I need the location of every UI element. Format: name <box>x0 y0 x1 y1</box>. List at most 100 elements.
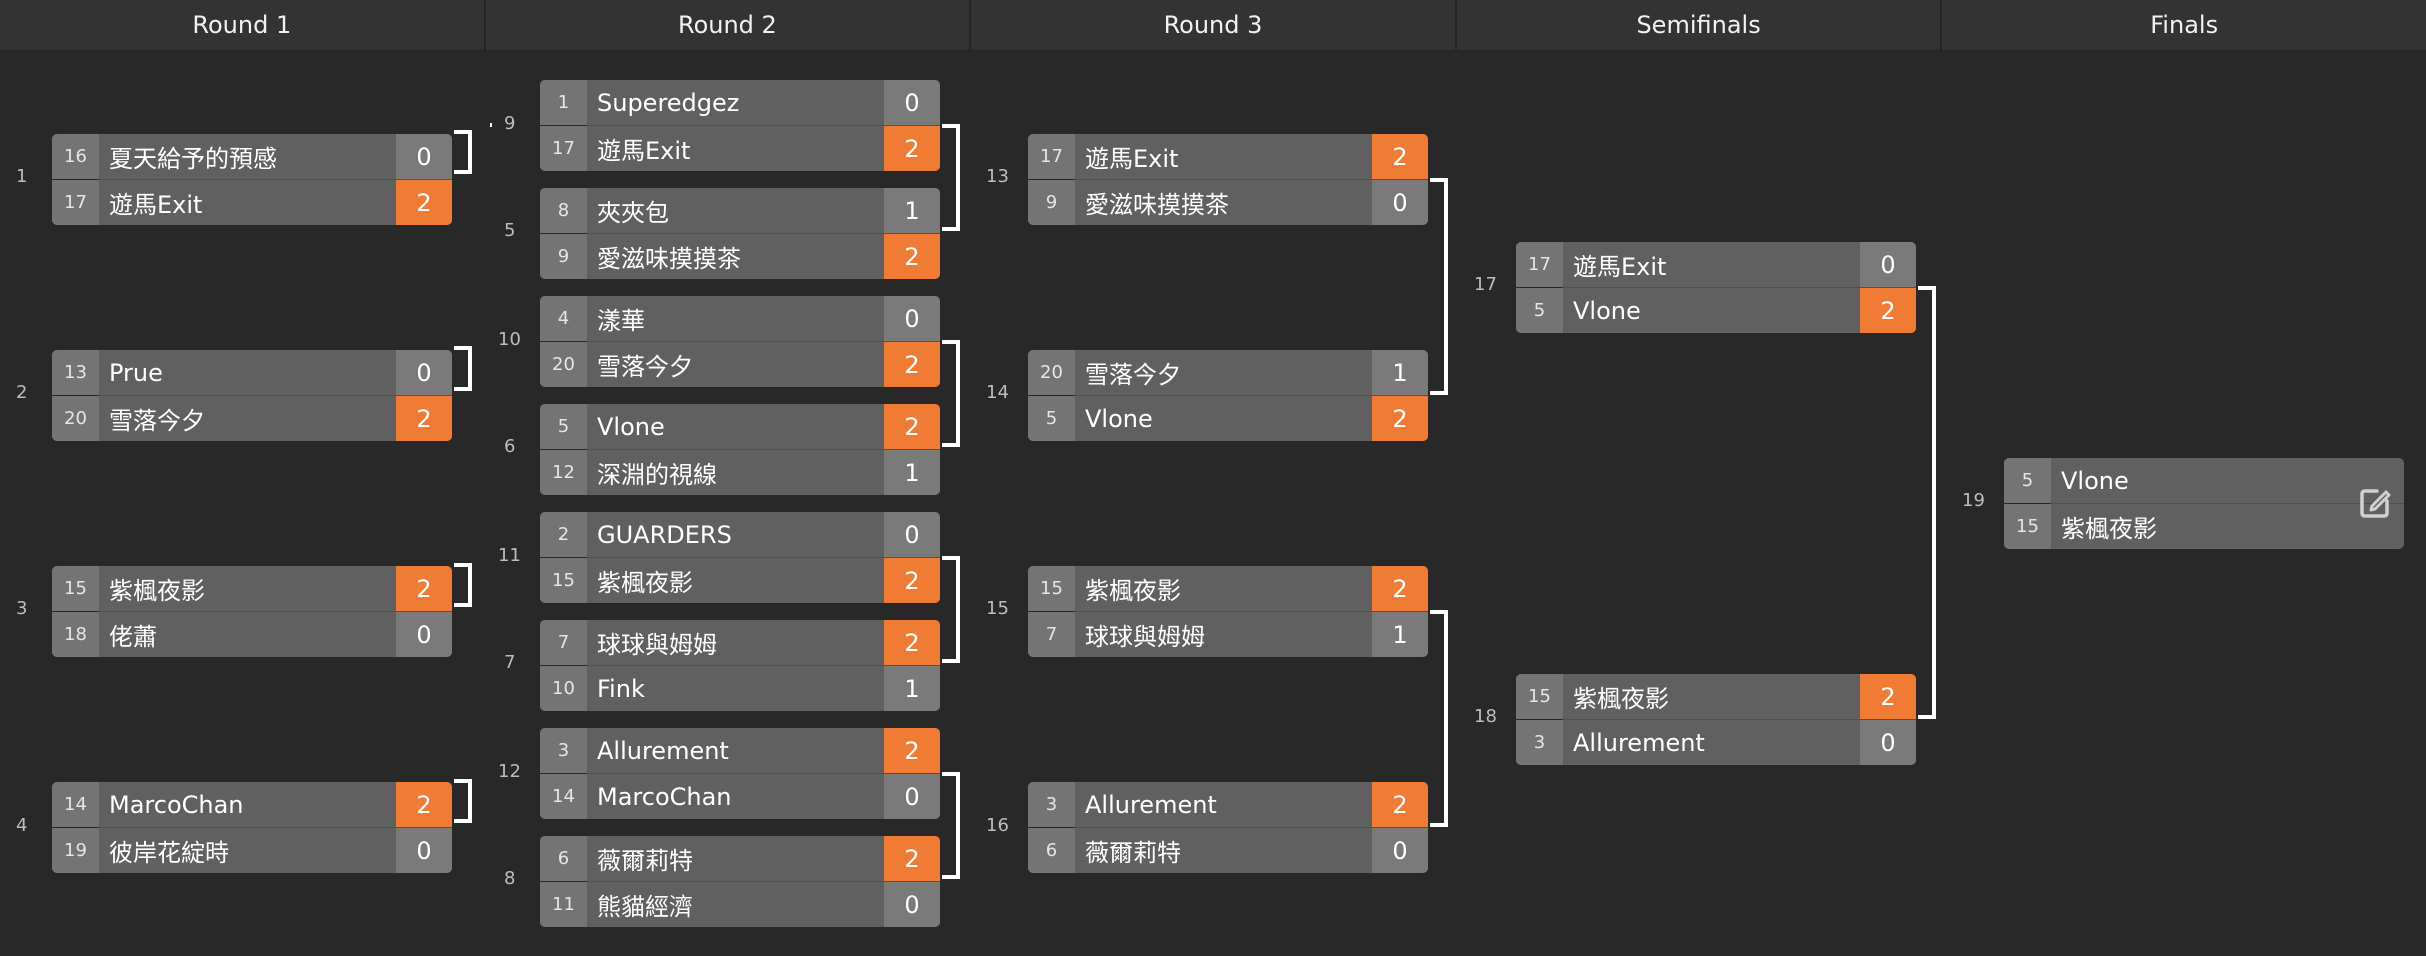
team-name: Allurement <box>1573 728 1705 757</box>
match-slot-top[interactable]: 4 漾華 0 <box>540 296 940 341</box>
match-6[interactable]: 5 Vlone 2 12 深淵的視線 1 <box>540 404 940 495</box>
match-slot-bottom[interactable]: 14 MarcoChan 0 <box>540 774 940 819</box>
seed-number: 1 <box>540 80 587 125</box>
match-10[interactable]: 4 漾華 0 20 雪落今夕 2 <box>540 296 940 387</box>
match-slot-top[interactable]: 1 Superedgez 0 <box>540 80 940 125</box>
team-name: GUARDERS <box>597 520 732 549</box>
rounds-header: Round 1 Round 2 Round 3 Semifinals Final… <box>0 0 2426 51</box>
match-16[interactable]: 3 Allurement 2 6 薇爾莉特 0 <box>1028 782 1428 873</box>
team-score: 0 <box>884 296 940 341</box>
match-slot-bottom[interactable]: 17 遊馬Exit 2 <box>540 126 940 171</box>
match-17[interactable]: 17 遊馬Exit 0 5 Vlone 2 <box>1516 242 1916 333</box>
match-slot-top[interactable]: 5 Vlone 2 <box>540 404 940 449</box>
team-name: 漾華 <box>597 307 645 335</box>
match-slot-bottom[interactable]: 6 薇爾莉特 0 <box>1028 828 1428 873</box>
team-score: 2 <box>396 566 452 611</box>
match-slot-bottom[interactable]: 18 佬蕭 0 <box>52 612 452 657</box>
team-score: 2 <box>884 728 940 773</box>
team-name: 紫楓夜影 <box>597 569 693 597</box>
seed-number: 4 <box>540 296 587 341</box>
slot-divider <box>587 341 940 342</box>
match-slot-bottom[interactable]: 11 熊貓經濟 0 <box>540 882 940 927</box>
match-slot-top[interactable]: 17 遊馬Exit 2 <box>1028 134 1428 179</box>
match-12[interactable]: 3 Allurement 2 14 MarcoChan 0 <box>540 728 940 819</box>
match-slot-top[interactable]: 13 Prue 0 <box>52 350 452 395</box>
match-number-11: 11 <box>498 545 521 566</box>
match-19[interactable]: 5 Vlone 15 紫楓夜影 <box>2004 458 2404 549</box>
match-slot-top[interactable]: 6 薇爾莉特 2 <box>540 836 940 881</box>
match-slot-bottom[interactable]: 3 Allurement 0 <box>1516 720 1916 765</box>
match-2[interactable]: 13 Prue 0 20 雪落今夕 2 <box>52 350 452 441</box>
seed-number: 6 <box>1028 828 1075 873</box>
team-name: 遊馬Exit <box>1085 145 1179 173</box>
match-7[interactable]: 7 球球與姆姆 2 10 Fink 1 <box>540 620 940 711</box>
match-slot-top[interactable]: 15 紫楓夜影 2 <box>1516 674 1916 719</box>
match-slot-bottom[interactable]: 17 遊馬Exit 2 <box>52 180 452 225</box>
match-slot-top[interactable]: 16 夏天給予的預感 0 <box>52 134 452 179</box>
match-slot-top[interactable]: 20 雪落今夕 1 <box>1028 350 1428 395</box>
match-slot-bottom[interactable]: 19 彼岸花綻時 0 <box>52 828 452 873</box>
match-slot-bottom[interactable]: 9 愛滋味摸摸茶 0 <box>1028 180 1428 225</box>
team-score: 0 <box>396 612 452 657</box>
team-score: 2 <box>1860 288 1916 333</box>
match-slot-top[interactable]: 15 紫楓夜影 2 <box>1028 566 1428 611</box>
round-header-3: Round 3 <box>971 0 1457 50</box>
match-slot-top[interactable]: 17 遊馬Exit 0 <box>1516 242 1916 287</box>
match-slot-top[interactable]: 8 夾夾包 1 <box>540 188 940 233</box>
match-number-16: 16 <box>986 815 1009 836</box>
match-slot-bottom[interactable]: 12 深淵的視線 1 <box>540 450 940 495</box>
seed-number: 9 <box>540 234 587 279</box>
match-slot-top[interactable]: 15 紫楓夜影 2 <box>52 566 452 611</box>
slot-divider <box>587 449 940 450</box>
match-9[interactable]: 1 Superedgez 0 17 遊馬Exit 2 <box>540 80 940 171</box>
match-slot-bottom[interactable]: 5 Vlone 2 <box>1516 288 1916 333</box>
seed-number: 14 <box>540 774 587 819</box>
match-slot-bottom[interactable]: 20 雪落今夕 2 <box>52 396 452 441</box>
match-15[interactable]: 15 紫楓夜影 2 7 球球與姆姆 1 <box>1028 566 1428 657</box>
seed-number: 7 <box>540 620 587 665</box>
match-slot-bottom[interactable]: 20 雪落今夕 2 <box>540 342 940 387</box>
match-13[interactable]: 17 遊馬Exit 2 9 愛滋味摸摸茶 0 <box>1028 134 1428 225</box>
match-14[interactable]: 20 雪落今夕 1 5 Vlone 2 <box>1028 350 1428 441</box>
team-score: 2 <box>884 836 940 881</box>
team-score: 0 <box>884 80 940 125</box>
connector-r2-4 <box>942 772 960 879</box>
connector-r1-4 <box>454 779 472 823</box>
match-3[interactable]: 15 紫楓夜影 2 18 佬蕭 0 <box>52 566 452 657</box>
edit-match-button[interactable] <box>2352 480 2398 526</box>
team-name: MarcoChan <box>597 782 732 811</box>
seed-number: 3 <box>540 728 587 773</box>
seed-number: 3 <box>1516 720 1563 765</box>
seed-number: 18 <box>52 612 99 657</box>
match-1[interactable]: 16 夏天給予的預感 0 17 遊馬Exit 2 <box>52 134 452 225</box>
match-11[interactable]: 2 GUARDERS 0 15 紫楓夜影 2 <box>540 512 940 603</box>
slot-divider <box>99 179 452 180</box>
match-slot-top[interactable]: 7 球球與姆姆 2 <box>540 620 940 665</box>
match-4[interactable]: 14 MarcoChan 2 19 彼岸花綻時 0 <box>52 782 452 873</box>
match-slot-bottom[interactable]: 5 Vlone 2 <box>1028 396 1428 441</box>
team-score: 2 <box>884 234 940 279</box>
match-8[interactable]: 6 薇爾莉特 2 11 熊貓經濟 0 <box>540 836 940 927</box>
match-slot-bottom[interactable]: 15 紫楓夜影 2 <box>540 558 940 603</box>
team-name: 愛滋味摸摸茶 <box>597 245 741 273</box>
match-slot-bottom[interactable]: 10 Fink 1 <box>540 666 940 711</box>
match-slot-bottom[interactable]: 7 球球與姆姆 1 <box>1028 612 1428 657</box>
match-slot-top[interactable]: 14 MarcoChan 2 <box>52 782 452 827</box>
match-slot-top[interactable]: 3 Allurement 2 <box>540 728 940 773</box>
slot-divider <box>1075 611 1428 612</box>
match-slot-top[interactable]: 3 Allurement 2 <box>1028 782 1428 827</box>
slot-divider <box>2051 503 2404 504</box>
match-slot-bottom[interactable]: 9 愛滋味摸摸茶 2 <box>540 234 940 279</box>
match-18[interactable]: 15 紫楓夜影 2 3 Allurement 0 <box>1516 674 1916 765</box>
match-slot-top[interactable]: 5 Vlone <box>2004 458 2404 503</box>
slot-divider <box>99 827 452 828</box>
team-score: 2 <box>1372 396 1428 441</box>
match-slot-bottom[interactable]: 15 紫楓夜影 <box>2004 504 2404 549</box>
team-score: 2 <box>396 396 452 441</box>
match-5[interactable]: 8 夾夾包 1 9 愛滋味摸摸茶 2 <box>540 188 940 279</box>
slot-divider <box>1075 179 1428 180</box>
match-slot-top[interactable]: 2 GUARDERS 0 <box>540 512 940 557</box>
slot-divider <box>1075 827 1428 828</box>
seed-number: 19 <box>52 828 99 873</box>
team-name: Prue <box>109 358 163 387</box>
